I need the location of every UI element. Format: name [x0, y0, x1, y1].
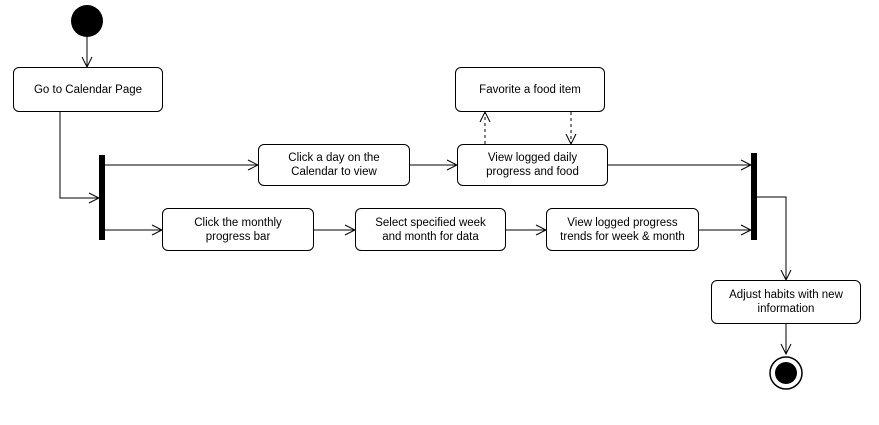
final-node-core — [775, 362, 797, 384]
node-click-day: Click a day on the Calendar to view — [258, 144, 410, 186]
fork-bar — [99, 155, 105, 240]
edge-join-to-adjust — [757, 196, 786, 280]
node-favorite-food: Favorite a food item — [455, 67, 605, 112]
node-view-trends: View logged progress trends for week & m… — [546, 208, 699, 251]
node-select-week-month: Select specified week and month for data — [355, 208, 506, 251]
node-click-monthly: Click the monthly progress bar — [162, 208, 314, 251]
edge-calendar-to-fork — [59, 112, 99, 198]
node-adjust-habits: Adjust habits with new information — [711, 280, 861, 324]
initial-node — [71, 5, 103, 37]
node-go-to-calendar: Go to Calendar Page — [13, 67, 163, 112]
join-bar — [751, 153, 757, 240]
node-view-daily: View logged daily progress and food — [457, 144, 608, 186]
